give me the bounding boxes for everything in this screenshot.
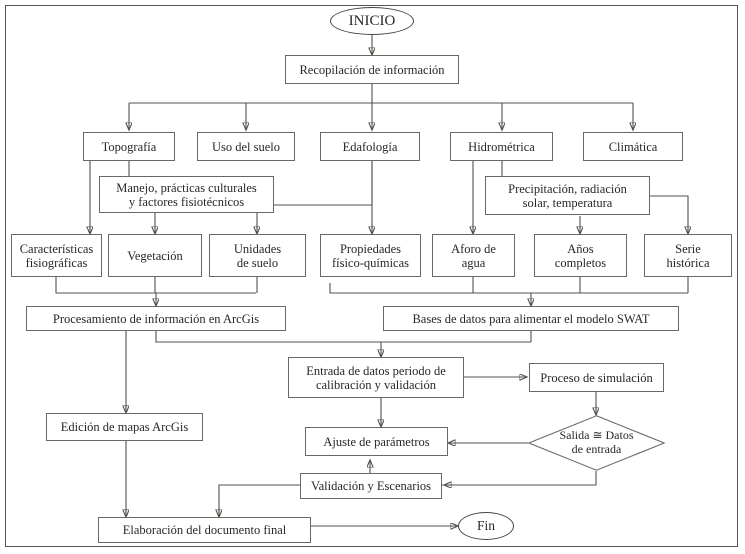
node-procesamiento-arcgis[interactable]: Procesamiento de información en ArcGis [26, 306, 286, 331]
terminator-fin[interactable]: Fin [458, 512, 514, 540]
node-edafologia-label: Edafología [342, 139, 398, 154]
decision-salida-datos-entrada[interactable]: Salida ≅ Datos de entrada [528, 415, 665, 471]
node-entrada-de-datos-label: Entrada de datos periodo de calibración … [306, 363, 446, 392]
node-anios-completos[interactable]: Años completos [534, 234, 627, 277]
node-elaboracion-documento-final[interactable]: Elaboración del documento final [98, 517, 311, 543]
node-recopilacion-label: Recopilación de información [299, 62, 445, 77]
node-topografia[interactable]: Topografía [83, 132, 175, 161]
node-precipitacion-label: Precipitación, radiación solar, temperat… [508, 181, 627, 210]
node-ajuste-de-parametros[interactable]: Ajuste de parámetros [305, 427, 448, 456]
node-uso-del-suelo[interactable]: Uso del suelo [197, 132, 295, 161]
decision-salida-datos-entrada-label: Salida ≅ Datos de entrada [559, 428, 634, 456]
node-propiedades-fisico-quimicas-label: Propiedades físico-químicas [331, 241, 410, 270]
node-bases-de-datos-swat[interactable]: Bases de datos para alimentar el modelo … [383, 306, 679, 331]
node-manejo-practicas-label: Manejo, prácticas culturales y factores … [116, 180, 257, 209]
node-edafologia[interactable]: Edafología [320, 132, 420, 161]
node-elaboracion-documento-final-label: Elaboración del documento final [122, 523, 287, 537]
diamond-shape [528, 415, 665, 471]
node-serie-historica[interactable]: Serie histórica [644, 234, 732, 277]
node-recopilacion[interactable]: Recopilación de información [285, 55, 459, 84]
node-unidades-de-suelo[interactable]: Unidades de suelo [209, 234, 306, 277]
node-precipitacion[interactable]: Precipitación, radiación solar, temperat… [485, 176, 650, 215]
node-aforo-de-agua[interactable]: Aforo de agua [432, 234, 515, 277]
node-propiedades-fisico-quimicas[interactable]: Propiedades físico-químicas [320, 234, 421, 277]
node-vegetacion-label: Vegetación [127, 248, 183, 263]
node-serie-historica-label: Serie histórica [666, 241, 710, 270]
node-validacion-y-escenarios-label: Validación y Escenarios [310, 479, 432, 493]
diagram-border [5, 5, 738, 547]
node-bases-de-datos-swat-label: Bases de datos para alimentar el modelo … [412, 311, 650, 326]
node-caracteristicas-fisiograficas-label: Características fisiográficas [19, 241, 94, 270]
node-entrada-de-datos[interactable]: Entrada de datos periodo de calibración … [288, 357, 464, 398]
node-climatica[interactable]: Climática [583, 132, 683, 161]
node-unidades-de-suelo-label: Unidades de suelo [233, 241, 282, 270]
node-validacion-y-escenarios[interactable]: Validación y Escenarios [300, 473, 442, 499]
node-hidrometrica[interactable]: Hidrométrica [450, 132, 553, 161]
node-proceso-de-simulacion[interactable]: Proceso de simulación [529, 363, 664, 392]
node-hidrometrica-label: Hidrométrica [468, 139, 535, 154]
node-topografia-label: Topografía [101, 139, 157, 154]
node-procesamiento-arcgis-label: Procesamiento de información en ArcGis [52, 311, 260, 326]
node-proceso-de-simulacion-label: Proceso de simulación [540, 370, 653, 385]
node-anios-completos-label: Años completos [554, 241, 607, 270]
node-aforo-de-agua-label: Aforo de agua [451, 241, 496, 270]
node-climatica-label: Climática [608, 139, 658, 154]
terminator-inicio-label: INICIO [348, 12, 396, 29]
terminator-fin-label: Fin [476, 518, 495, 533]
node-vegetacion[interactable]: Vegetación [108, 234, 202, 277]
node-caracteristicas-fisiograficas[interactable]: Características fisiográficas [11, 234, 102, 277]
node-edicion-de-mapas-label: Edición de mapas ArcGis [60, 420, 189, 434]
node-edicion-de-mapas[interactable]: Edición de mapas ArcGis [46, 413, 203, 441]
node-ajuste-de-parametros-label: Ajuste de parámetros [323, 434, 430, 449]
node-uso-del-suelo-label: Uso del suelo [211, 139, 281, 154]
node-manejo-practicas[interactable]: Manejo, prácticas culturales y factores … [99, 176, 274, 213]
terminator-inicio[interactable]: INICIO [330, 7, 414, 35]
